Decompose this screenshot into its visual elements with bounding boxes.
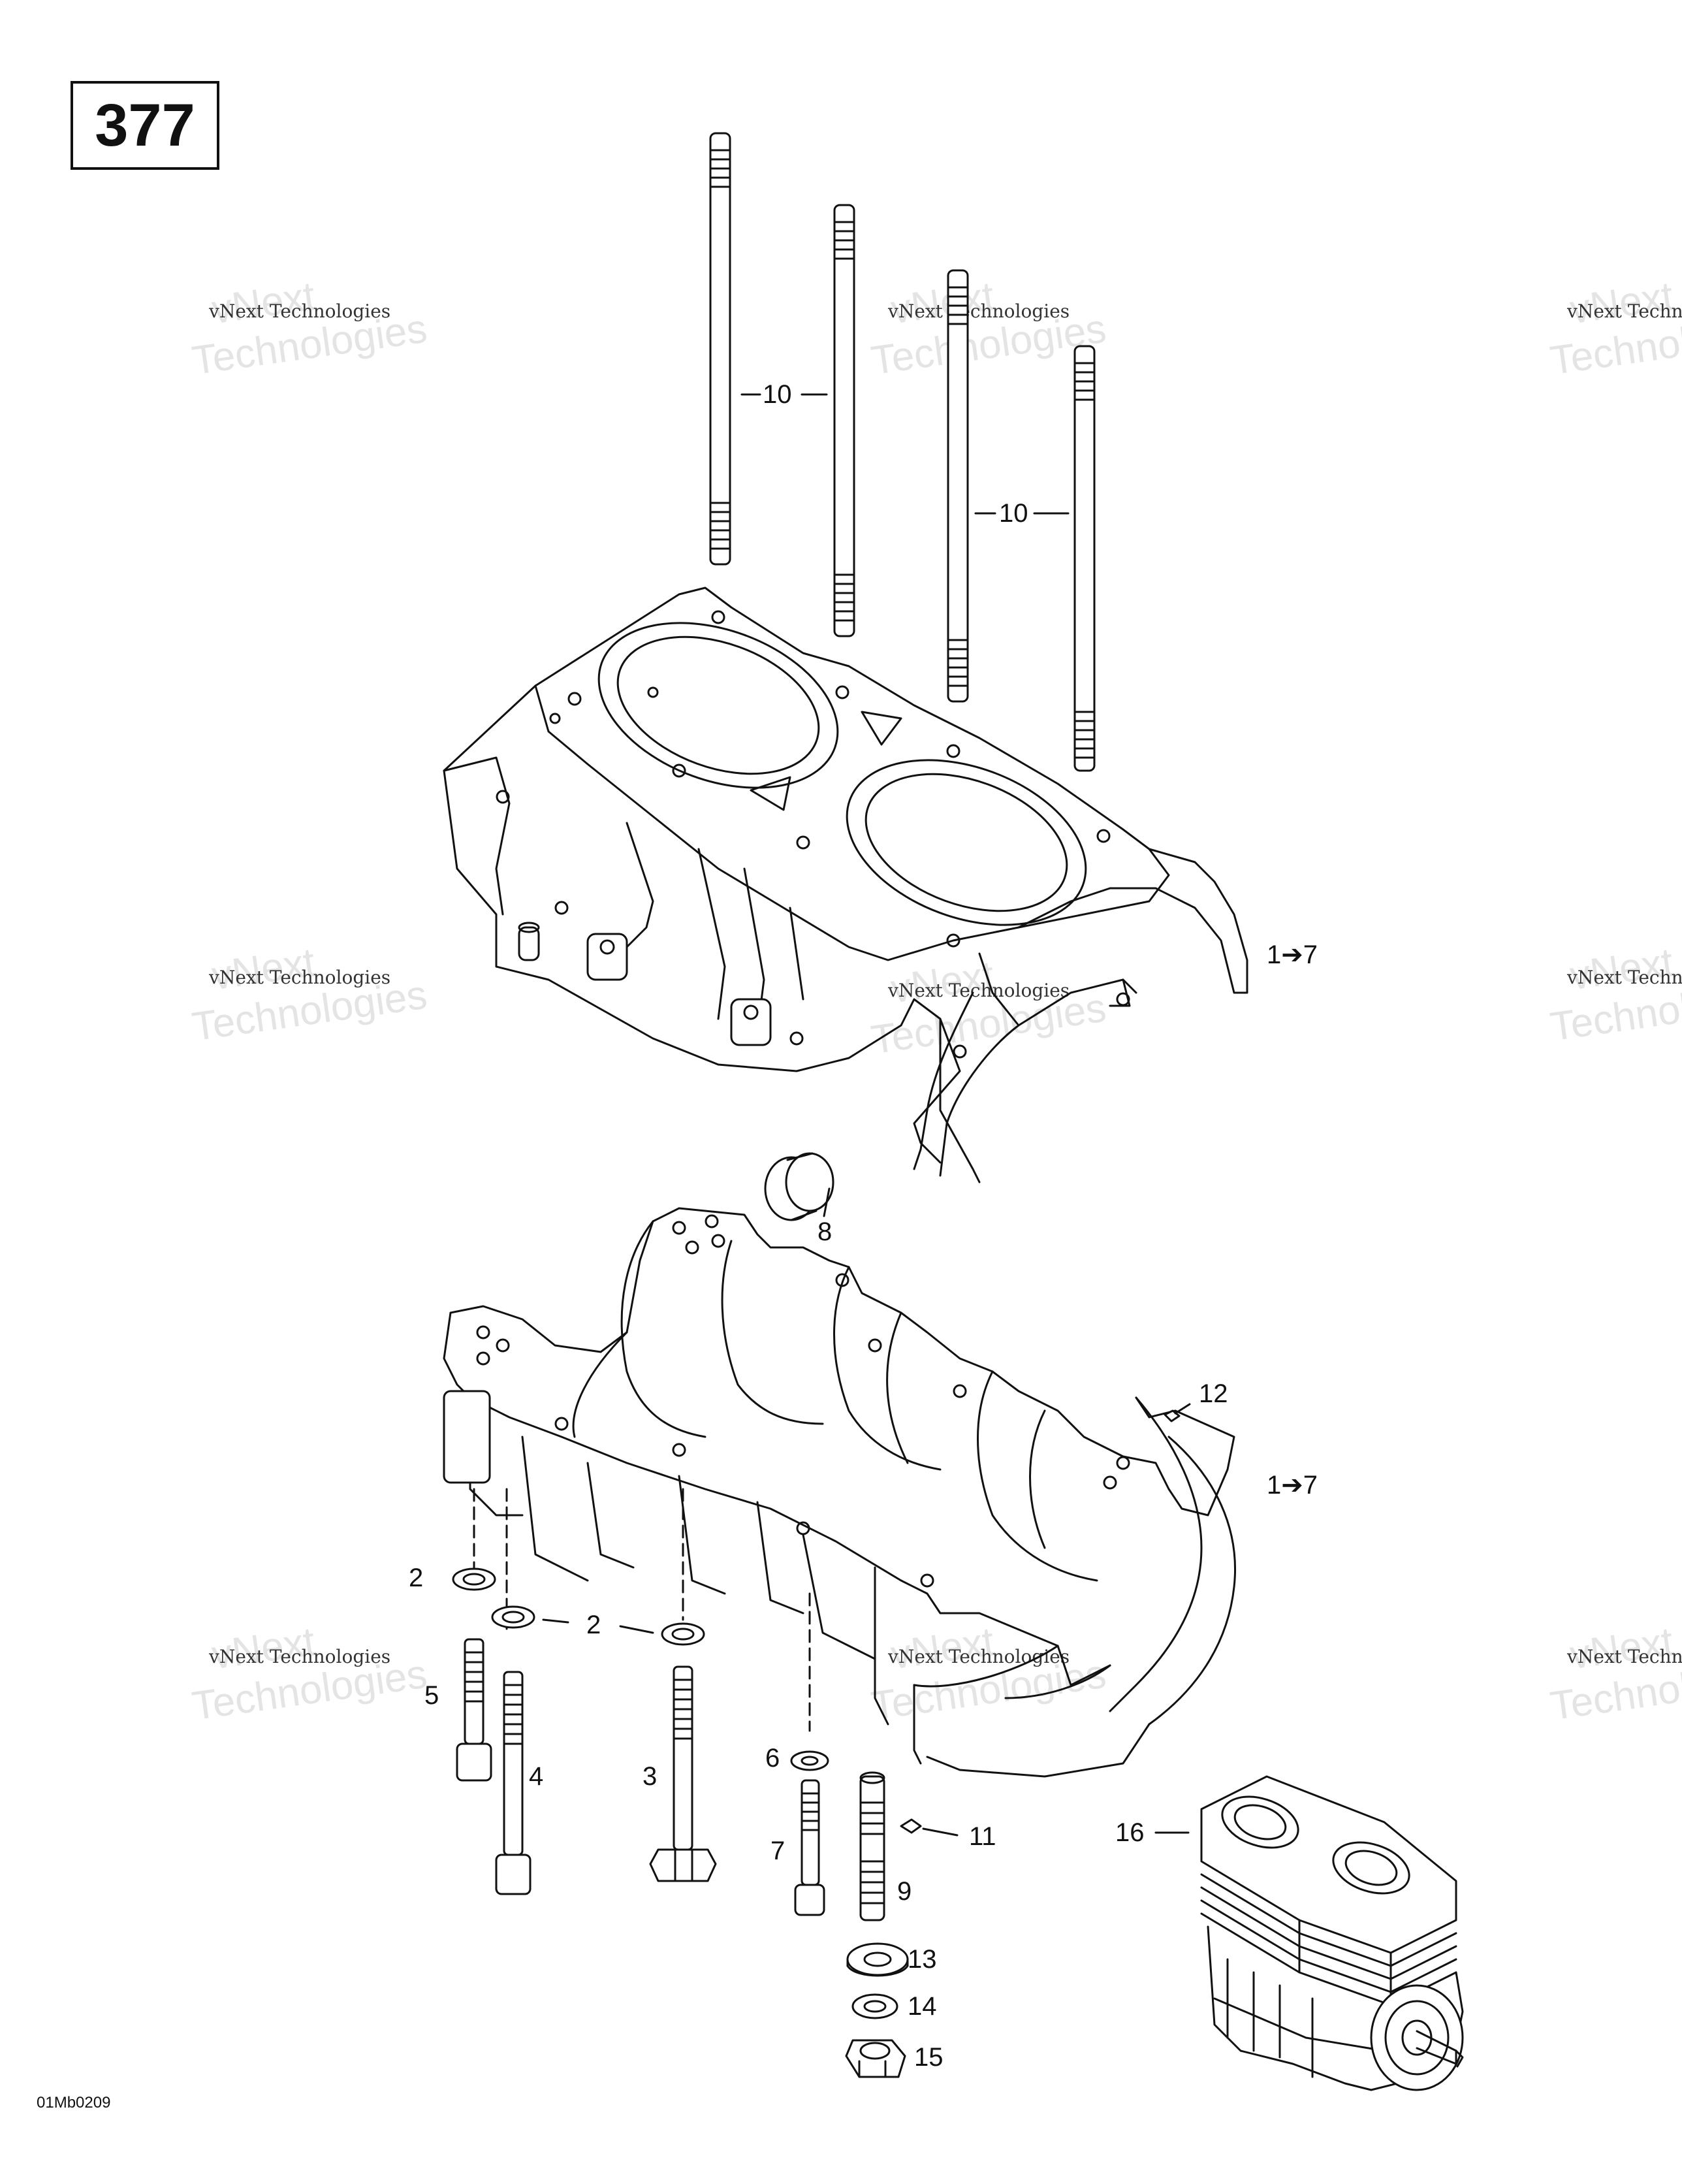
callout-8: 8	[817, 1217, 833, 1246]
flat-washer-13	[846, 1942, 909, 1977]
leader-line	[542, 1618, 654, 1634]
hex-nut-15	[845, 2039, 906, 2078]
watermark: vNext Technologies vNext Technologies	[868, 261, 1175, 383]
page-number-box: 377	[71, 81, 219, 170]
socket-screw-7	[794, 1779, 825, 1916]
callout-7: 7	[770, 1837, 785, 1865]
callout-13: 13	[908, 1945, 937, 1974]
watermark: vNext Technologies vNext Technologies	[189, 927, 496, 1050]
watermark-text: vNext Technologies	[209, 1646, 391, 1667]
stud-10-b	[833, 204, 855, 637]
pin-11	[900, 1818, 922, 1834]
callout-1-to-7: 1➔7	[1267, 940, 1318, 969]
page-number: 377	[95, 91, 195, 159]
lock-washer-2	[661, 1622, 705, 1646]
watermark-text: vNext Technologies	[209, 967, 391, 988]
callout-4: 4	[529, 1762, 544, 1791]
callout-16: 16	[1115, 1818, 1145, 1847]
callout-11: 11	[969, 1822, 996, 1851]
callout-12: 12	[1199, 1379, 1228, 1408]
callout-2: 2	[409, 1564, 424, 1592]
callout-15: 15	[914, 2043, 944, 2072]
watermark: vNext Technologies vNext Technologies	[1547, 261, 1682, 383]
stud-10-c	[947, 269, 969, 703]
watermark: vNext Technologies vNext Technologies	[1547, 927, 1682, 1050]
stud-10-a	[709, 132, 731, 566]
leader-line	[1174, 1403, 1191, 1415]
watermark-text: vNext Technologies	[888, 300, 1070, 322]
socket-screw-5	[456, 1638, 492, 1782]
watermark: vNext Technologies vNext Technologies	[1547, 1607, 1682, 1729]
hex-bolt-3	[649, 1665, 717, 1882]
callout-14: 14	[908, 1992, 937, 2021]
callout-1-to-7: 1➔7	[1267, 1471, 1318, 1500]
plug-8	[764, 1152, 834, 1221]
engine-assembly-16	[1200, 1775, 1464, 2091]
callout-10: 10	[999, 499, 1028, 528]
callout-9: 9	[897, 1877, 912, 1906]
callout-5: 5	[424, 1681, 439, 1710]
watermark-text: vNext Technologies	[888, 980, 1070, 1001]
drawing-code: 01Mb0209	[37, 2094, 111, 2112]
watermark: vNext Technologies vNext Technologies	[189, 261, 496, 383]
lock-washer-2	[491, 1605, 535, 1629]
watermark-text: vNext Technologies	[1567, 967, 1682, 988]
watermark: vNext Technologies vNext Technologies	[189, 1607, 496, 1729]
lock-washer-2	[452, 1567, 496, 1591]
callout-6: 6	[765, 1744, 780, 1773]
socket-screw-4	[495, 1671, 532, 1895]
callout-3: 3	[643, 1762, 658, 1791]
upper-crankcase-half	[443, 586, 1248, 1183]
stud-9	[859, 1771, 885, 1921]
watermark: vNext Technologies vNext Technologies	[868, 940, 1175, 1063]
watermark-text: vNext Technologies	[1567, 1646, 1682, 1667]
watermark-text: vNext Technologies	[209, 300, 391, 322]
lower-crankcase-half	[443, 1207, 1236, 1778]
callout-2: 2	[586, 1611, 601, 1639]
callout-10: 10	[763, 380, 792, 409]
stud-10-d	[1073, 345, 1096, 772]
leader-line	[823, 1187, 831, 1217]
watermark-text: vNext Technologies	[1567, 300, 1682, 322]
lock-washer-14	[851, 1993, 898, 2019]
washer-6	[790, 1750, 829, 1771]
leader-line	[922, 1827, 959, 1837]
